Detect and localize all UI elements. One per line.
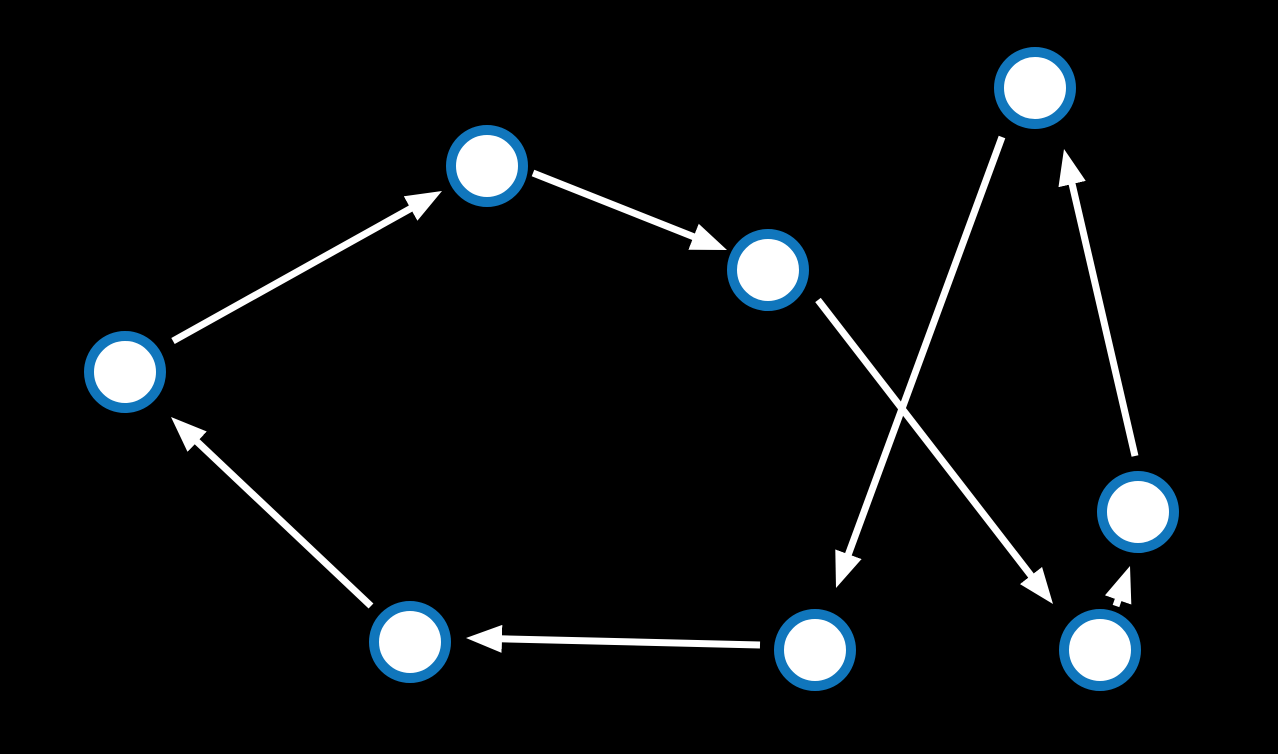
edge-arrow-H-to-A (189, 434, 374, 609)
graph-node-E (1097, 471, 1179, 553)
edge-arrow-A-to-B (171, 201, 419, 345)
edge-arrow-G-to-H (494, 635, 761, 649)
graph-node-G (774, 609, 856, 691)
edge-arrow-E-to-D (1067, 176, 1139, 457)
edge-arrow-C-to-F (815, 297, 1039, 584)
edge-arrow-D-to-G (842, 135, 1006, 563)
graph-node-F (1059, 609, 1141, 691)
edge-arrow-B-to-C (531, 169, 702, 243)
graph-node-D (994, 47, 1076, 129)
graph-node-A (84, 331, 166, 413)
graph-node-B (446, 125, 528, 207)
graph-node-C (727, 229, 809, 311)
graph-node-H (369, 601, 451, 683)
